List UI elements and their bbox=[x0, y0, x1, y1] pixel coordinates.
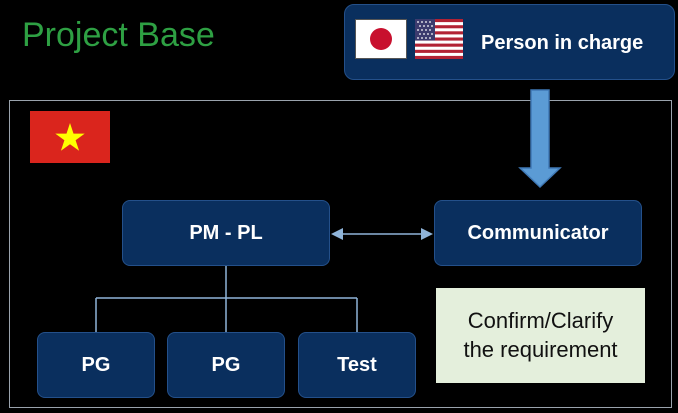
note-line-2: the requirement bbox=[463, 336, 618, 362]
pg-box-1: PG bbox=[37, 332, 155, 398]
diagram-title: Project Base bbox=[22, 16, 215, 54]
test-label: Test bbox=[337, 353, 377, 376]
note-line-1: Confirm/Clarify bbox=[467, 307, 614, 333]
pg-label-2: PG bbox=[211, 353, 241, 376]
communicator-label: Communicator bbox=[467, 221, 609, 244]
pg-label-1: PG bbox=[81, 353, 111, 376]
pg-box-2: PG bbox=[167, 332, 285, 398]
usa-flag-icon bbox=[415, 19, 463, 59]
test-box: Test bbox=[298, 332, 416, 398]
project-base-frame bbox=[9, 100, 672, 408]
vietnam-flag-icon bbox=[30, 111, 110, 163]
communicator-box: Communicator bbox=[434, 200, 642, 266]
pm-pl-box: PM - PL bbox=[122, 200, 330, 266]
person-in-charge-label: Person in charge bbox=[481, 31, 644, 54]
pm-pl-label: PM - PL bbox=[189, 221, 263, 244]
japan-flag-icon bbox=[355, 19, 407, 59]
person-in-charge-box: Person in charge bbox=[344, 4, 675, 80]
requirement-note: Confirm/Clarify the requirement bbox=[436, 288, 645, 383]
